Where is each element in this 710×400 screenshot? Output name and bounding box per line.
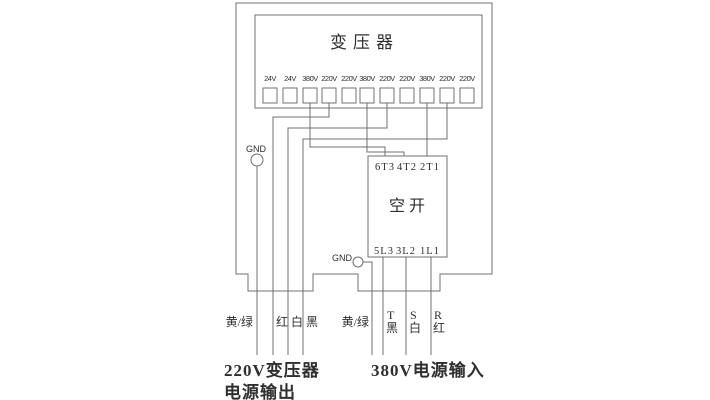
terminal-label: 220V (321, 74, 337, 83)
transformer-terminal (359, 87, 375, 104)
breaker-top-terminals: 6T3 4T2 2T1 (375, 162, 440, 173)
ground-middle: GND (332, 253, 373, 355)
transformer-terminal (379, 87, 395, 104)
transformer-terminal-blocks (262, 87, 475, 104)
terminal-label: 24V (264, 74, 276, 83)
breaker-terminal-label: 5L3 (374, 246, 394, 257)
input-wire-labels: 黄/绿 T 黑 S 白 R 红 (342, 308, 445, 335)
terminal-label: 220V (379, 74, 395, 83)
input-color-S: 白 (409, 320, 421, 335)
breaker-terminal-label: 4T2 (397, 162, 417, 173)
enclosure-outline (235, 2, 493, 292)
output-wire-label-ground: 黄/绿 (226, 314, 253, 329)
input-phase-R: R (434, 308, 442, 322)
wire-380v-to-6T3 (309, 103, 386, 156)
wire-220v-black (302, 103, 448, 355)
breaker-box (367, 155, 448, 258)
wire-ground-middle (363, 261, 373, 355)
transformer-terminal (439, 87, 455, 104)
breaker-terminal-label: 6T3 (375, 162, 395, 173)
ground-middle-label: GND (332, 253, 353, 263)
terminal-label: 220V (439, 74, 455, 83)
breaker-terminal-label: 2T1 (420, 162, 440, 173)
transformer-title: 变压器 (330, 33, 399, 52)
transformer-terminal (302, 87, 318, 104)
output-wire-label-red: 红 (276, 314, 288, 329)
output-wire-label-black: 黑 (306, 315, 318, 329)
transformer-terminal-labels: 24V 24V 380V 220V 220V 380V 220V 220V 38… (264, 74, 476, 83)
breaker-terminal-label: 3L2 (396, 246, 416, 257)
input-wire-label-ground: 黄/绿 (342, 314, 369, 329)
input-phase-T: T (387, 308, 395, 322)
transformer-box (254, 14, 483, 109)
terminal-label: 380V (302, 74, 318, 83)
terminal-label: 380V (419, 74, 435, 83)
ground-left-label: GND (246, 144, 267, 154)
breaker-title: 空开 (389, 197, 429, 215)
input-caption: 380V电源输入 (371, 360, 485, 380)
wire-220v-red (272, 103, 330, 355)
ground-left: GND (246, 144, 267, 355)
input-color-R: 红 (433, 320, 445, 335)
output-wire-label-white: 白 (291, 314, 303, 329)
terminal-label: 220V (459, 74, 475, 83)
terminal-label: 380V (359, 74, 375, 83)
output-caption-line1: 220V变压器 (224, 360, 320, 380)
input-phase-S: S (410, 308, 417, 322)
transformer-terminal (341, 87, 357, 104)
wire-380v-to-4T2 (366, 103, 405, 156)
ground-middle-terminal (352, 256, 364, 268)
transformer-terminal (282, 87, 298, 104)
transformer-terminal (399, 87, 415, 104)
terminal-label: 220V (341, 74, 357, 83)
input-color-T: 黑 (386, 321, 398, 335)
terminal-label: 24V (284, 74, 296, 83)
output-caption-line2: 电源输出 (224, 382, 296, 400)
transformer-terminal (419, 87, 435, 104)
breaker-bottom-terminals: 5L3 3L2 1L1 (374, 246, 440, 257)
transformer-terminal (321, 87, 337, 104)
terminal-label: 220V (399, 74, 415, 83)
ground-left-terminal (250, 153, 264, 167)
output-wire-labels: 黄/绿 红 白 黑 (226, 314, 318, 329)
transformer-terminal (459, 87, 475, 104)
breaker-terminal-label: 1L1 (420, 246, 440, 257)
transformer-terminal (262, 87, 278, 104)
wire-220v-white (287, 103, 388, 355)
